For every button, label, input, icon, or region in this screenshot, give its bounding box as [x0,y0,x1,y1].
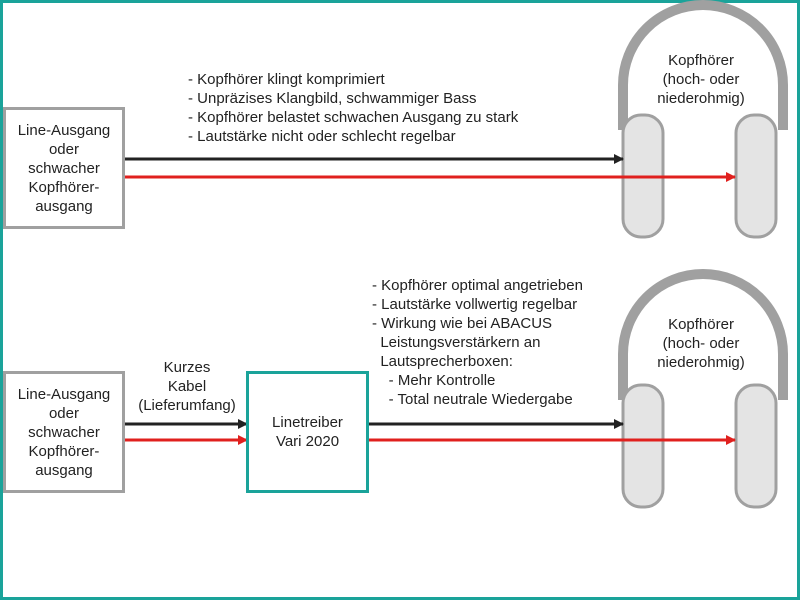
linedriver-box: Linetreiber Vari 2020 [246,371,369,493]
note-item: Leistungsverstärkern an [372,334,541,351]
source-box-bottom: Line-Ausgang oder schwacher Kopfhörer- a… [3,371,125,493]
source-label-top: Line-Ausgang oder schwacher Kopfhörer- a… [17,121,111,215]
note-item: - Kopfhörer klingt komprimiert [188,71,385,88]
headphone-icon-top [618,0,788,239]
source-label-bottom: Line-Ausgang oder schwacher Kopfhörer- a… [17,385,111,479]
headphone-label-bottom: Kopfhörer (hoch- oder niederohmig) [657,316,745,371]
note-item: Lautsprecherboxen: [372,353,513,370]
note-item: - Kopfhörer belastet schwachen Ausgang z… [188,109,519,126]
notes-top: - Kopfhörer klingt komprimiert - Unpräzi… [188,70,518,146]
note-item: - Lautstärke nicht oder schlecht regelba… [188,128,456,145]
notes-bottom: - Kopfhörer optimal angetrieben - Lautst… [372,276,583,409]
note-item: - Wirkung wie bei ABACUS [372,315,553,332]
linedriver-label: Linetreiber Vari 2020 [272,414,343,450]
note-item: - Kopfhörer optimal angetrieben [372,277,583,294]
note-item: - Mehr Kontrolle [372,372,496,389]
source-box-top: Line-Ausgang oder schwacher Kopfhörer- a… [3,107,125,229]
cable-label: Kurzes Kabel (Lieferumfang) [138,359,236,414]
note-item: - Unpräzises Klangbild, schwammiger Bass [188,90,477,107]
headphone-icon-bottom [618,269,788,509]
headphone-label-top: Kopfhörer (hoch- oder niederohmig) [657,52,745,107]
note-item: - Total neutrale Wiedergabe [372,391,573,408]
note-item: - Lautstärke vollwertig regelbar [372,296,578,313]
